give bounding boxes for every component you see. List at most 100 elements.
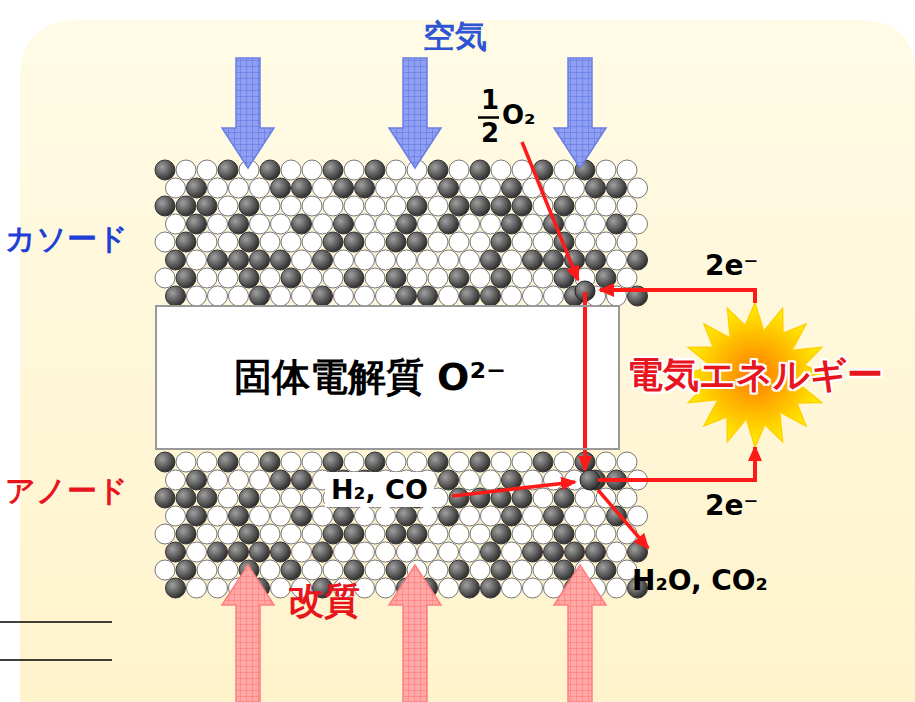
particle — [302, 452, 322, 472]
particle — [418, 250, 438, 270]
particle — [544, 250, 564, 270]
particle — [386, 560, 406, 580]
particle — [407, 268, 427, 288]
particle — [544, 286, 564, 306]
particle — [344, 524, 364, 544]
particle — [292, 506, 312, 526]
particle — [197, 452, 217, 472]
particle — [386, 232, 406, 252]
particle — [334, 178, 354, 198]
particle — [586, 506, 606, 526]
particle — [187, 178, 207, 198]
particle — [313, 506, 333, 526]
particle — [323, 452, 343, 472]
particle — [481, 286, 501, 306]
particle — [544, 178, 564, 198]
particle — [491, 268, 511, 288]
fuel-label: H₂, CO — [325, 472, 434, 507]
particle — [628, 214, 648, 234]
particle — [260, 524, 280, 544]
particle — [470, 232, 490, 252]
particle — [586, 178, 606, 198]
particle — [323, 268, 343, 288]
particle — [176, 160, 196, 180]
particle — [523, 506, 543, 526]
particle — [460, 250, 480, 270]
particle — [628, 178, 648, 198]
particle — [376, 542, 396, 562]
particle — [449, 560, 469, 580]
particle — [208, 578, 228, 598]
particle — [281, 196, 301, 216]
particle — [533, 268, 553, 288]
particle — [187, 578, 207, 598]
particle — [250, 178, 270, 198]
particle — [512, 452, 532, 472]
particle — [386, 452, 406, 472]
particle — [491, 196, 511, 216]
energy-starburst: 電気エネルギー — [610, 303, 900, 447]
particle — [334, 542, 354, 562]
background-panel — [20, 20, 915, 702]
particle — [229, 286, 249, 306]
particle — [365, 452, 385, 472]
particle — [565, 178, 585, 198]
particle — [176, 524, 196, 544]
particle — [596, 268, 616, 288]
particle — [407, 196, 427, 216]
particle — [176, 452, 196, 472]
particle — [491, 160, 511, 180]
particle — [470, 452, 490, 472]
particle — [481, 178, 501, 198]
particle — [376, 250, 396, 270]
particle — [176, 560, 196, 580]
particle — [155, 488, 175, 508]
particle — [460, 286, 480, 306]
particle — [218, 160, 238, 180]
anode-label: アノード — [5, 474, 128, 509]
particle — [365, 524, 385, 544]
particle — [155, 196, 175, 216]
particle — [386, 196, 406, 216]
particle — [376, 214, 396, 234]
particle — [481, 542, 501, 562]
particle — [166, 578, 186, 598]
particle — [260, 452, 280, 472]
fuel-flow-arrows — [222, 565, 606, 702]
particle — [218, 524, 238, 544]
particle — [512, 524, 532, 544]
particle — [281, 452, 301, 472]
particle — [596, 452, 616, 472]
particle — [365, 560, 385, 580]
particle — [502, 542, 522, 562]
particle — [586, 214, 606, 234]
particle — [533, 560, 553, 580]
particle — [218, 268, 238, 288]
particle — [166, 178, 186, 198]
particle — [208, 542, 228, 562]
particle — [208, 506, 228, 526]
particle — [481, 506, 501, 526]
particle — [439, 250, 459, 270]
particle — [155, 268, 175, 288]
particle — [239, 452, 259, 472]
fraction-numerator: 1 — [481, 86, 499, 116]
air-flow-arrows — [222, 58, 606, 168]
particle — [239, 524, 259, 544]
particle — [271, 470, 291, 490]
particle — [176, 232, 196, 252]
particle — [197, 488, 217, 508]
electron-label: 2e⁻ — [705, 250, 758, 282]
particle — [512, 560, 532, 580]
particle — [397, 506, 417, 526]
particle — [239, 488, 259, 508]
particle — [554, 524, 574, 544]
particle — [386, 268, 406, 288]
particle — [208, 178, 228, 198]
particle — [470, 268, 490, 288]
particle — [376, 178, 396, 198]
electrolyte-label: 固体電解質 O²⁻ — [234, 356, 506, 400]
particle — [271, 178, 291, 198]
particle — [260, 268, 280, 288]
particle — [281, 268, 301, 288]
